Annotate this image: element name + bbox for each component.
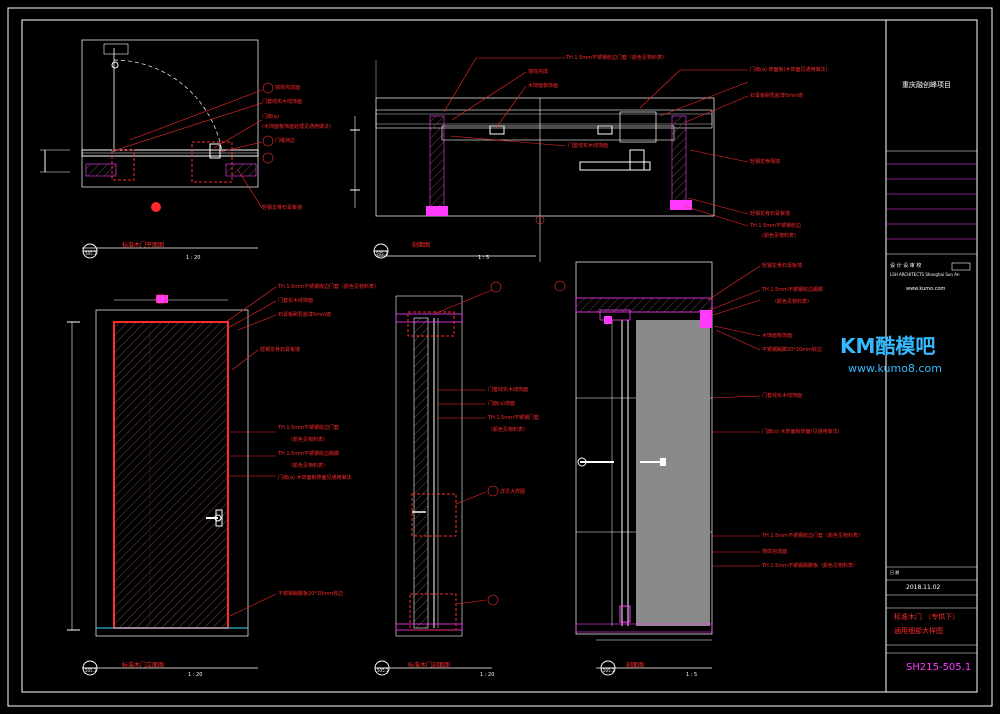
view-title-detail: 剖面图 (626, 662, 645, 669)
elevation-label: （颜色见物料表） (288, 437, 329, 443)
detail-label: TH.1.5mm不锈钢收边门套（颜色见物料表） (762, 533, 864, 539)
detail-label: 不锈钢踢脚20*20mm收边 (762, 347, 822, 353)
top-section-label: 木饰面板饰面 (528, 83, 559, 89)
detail-label: （颜色见物料表） (772, 299, 813, 305)
callout-id-elevation: 505.1 (85, 668, 97, 673)
top-section-label: TH.1.5mm不锈钢收边 (750, 223, 802, 229)
callout-id-top-section: 505.1 (376, 251, 388, 256)
drawing-date: 2018.11.02 (906, 584, 941, 591)
door-section-label: TH.1.5mm不锈钢门套 (488, 415, 540, 421)
plan-label: 门套线实木线饰面 (262, 99, 303, 105)
view-title-elevation: 标准木门立面图 (122, 662, 165, 669)
view-top-section (350, 57, 749, 262)
detail-label: 木饰面板饰面 (762, 333, 793, 339)
detail-label: 墙体完成面 (762, 549, 788, 555)
detail-label: 门扇(a) 木饰面板饰面(见通用做法) (762, 429, 840, 435)
sheet-border-inner (21, 19, 978, 693)
callout-id-detail: 505.1 (603, 668, 615, 673)
view-title-plan: 标准木门平面图 (122, 242, 165, 249)
watermark-url: www.kumo8.com (848, 362, 942, 375)
plan-label: (木饰面板饰面处理见通用做法) (262, 124, 331, 130)
date-label: 日 期 (890, 570, 900, 575)
view-title-top-section: 剖面图 (412, 242, 431, 249)
detail-label: TH.1.5mm不锈钢踢脚板（颜色见物料表） (762, 563, 859, 569)
door-section-label: 详见大样图 (500, 489, 526, 495)
view-door-elevation (67, 286, 277, 676)
plan-label: 门缝挡边 (275, 138, 296, 144)
view-door-section (374, 281, 502, 676)
elevation-label: （颜色见物料表） (288, 463, 329, 469)
designer-row: 设 计 设 审 校 (890, 263, 922, 269)
callout-id-plan: 505.1 (85, 251, 97, 256)
callout-id-door-section: 505.1 (377, 668, 389, 673)
view-scale-plan: 1 : 20 (186, 255, 201, 261)
plan-label: 墙体完成面 (275, 85, 301, 91)
detail-label: 轻钢龙骨石膏板墙 (762, 263, 803, 269)
elevation-label: TH.1.5mm不锈钢收边门套 (278, 425, 340, 431)
top-section-label: 门扇(a) 饰面板(木饰面见通用做法) (750, 67, 828, 73)
door-section-label: 门扇(a)饰面 (488, 401, 515, 407)
sheet-number: SH215-505.1 (906, 662, 972, 673)
project-name: 重庆融创峰项目 (902, 81, 951, 89)
elevation-label: 不锈钢踢脚板20*20mm收边 (278, 591, 343, 597)
detail-label: 门套线实木线饰面 (762, 393, 803, 399)
sheet-border-outer (7, 7, 993, 707)
company-line: LSH ARCHITECTS Shanghai Sun An (890, 272, 960, 277)
view-title-door-section: 标准木门剖面图 (408, 662, 451, 669)
drawing-title-2: 通用细部大样图 (894, 627, 943, 635)
top-section-label: 门套线实木线饰面 (568, 143, 609, 149)
drawing-title-1: 标准木门 （专供下） (894, 613, 960, 621)
elevation-label: 门套实木线饰面 (278, 298, 314, 304)
top-section-label: (颜色见物料表) (762, 233, 796, 239)
view-scale-top-section: 1 : 5 (478, 255, 490, 261)
view-scale-door-section: 1 : 20 (480, 672, 495, 678)
view-detail-section (554, 261, 761, 676)
view-scale-detail: 1 : 5 (686, 672, 698, 678)
view-door-plan (40, 39, 274, 259)
door-section-label: （颜色见物料表） (488, 427, 529, 433)
detail-label: TH.1.5mm不锈钢收边踢脚 (762, 287, 824, 293)
top-section-label: TH.1.5mm不锈钢收边门套（颜色见物料表） (566, 55, 668, 61)
title-block (886, 150, 977, 654)
plan-label: 门扇(a) (262, 114, 279, 120)
web-address: www.kumo.com (906, 286, 946, 292)
elevation-label: 门扇(a) 木饰面板饰面见通用做法 (278, 475, 352, 481)
view-scale-elevation: 1 : 20 (188, 672, 203, 678)
elevation-label: 轻钢龙骨石膏板墙 (260, 347, 301, 353)
elevation-label: TH.1.5mm不锈钢收边门套（颜色见物料表） (278, 284, 380, 290)
watermark-logo: KM酷模吧 (840, 334, 936, 358)
top-section-label: 轻钢龙骨隔墙 (750, 159, 781, 165)
plan-label: 轻钢龙骨石膏板墙 (262, 205, 303, 211)
top-section-label: 轻钢龙骨石膏板墙 (750, 211, 791, 217)
door-section-label: 门套线实木线饰面 (488, 387, 529, 393)
top-section-label: 石膏板刷乳胶漆5mm墙 (750, 93, 803, 99)
elevation-label: 石膏板刷乳胶漆5mm墙 (278, 312, 331, 318)
top-section-label: 墙体完成 (528, 69, 549, 75)
elevation-label: TH.1.5mm不锈钢收边踢脚 (278, 451, 340, 457)
